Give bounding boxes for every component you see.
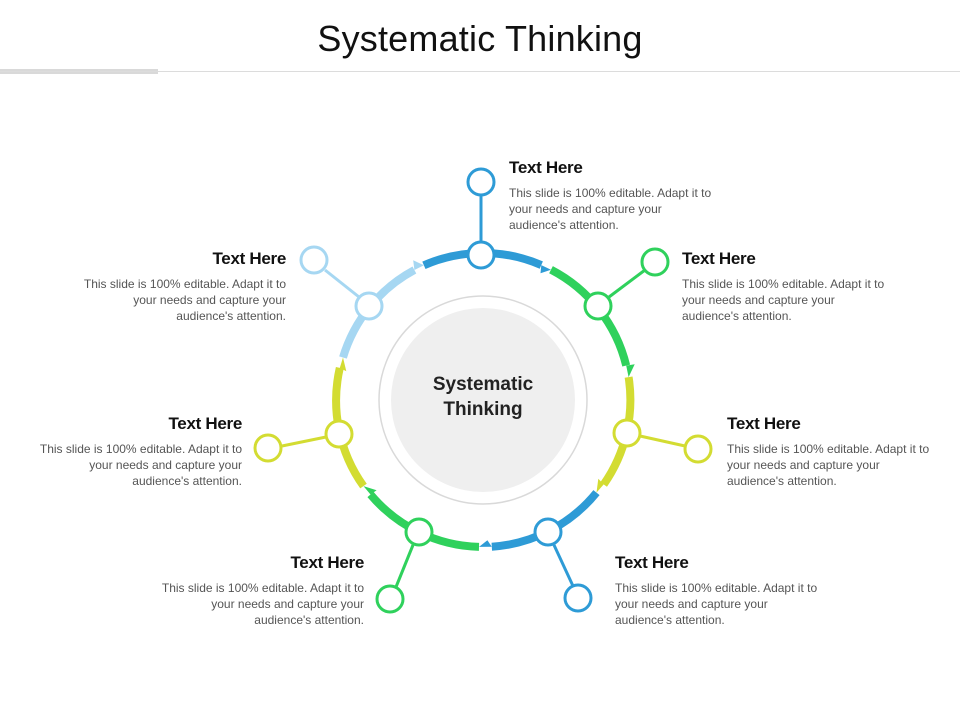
connector-lower-right xyxy=(552,544,575,587)
ring-segment-upper-right xyxy=(549,266,631,367)
ring-arrowhead-lower-right xyxy=(479,540,492,547)
text-block-body: This slide is 100% editable. Adapt it to… xyxy=(39,442,242,488)
outer-node-top xyxy=(466,167,496,197)
outer-node-lower-left xyxy=(375,584,405,614)
text-block-heading: Text Here xyxy=(509,158,583,177)
text-block-left: Text Here This slide is 100% editable. A… xyxy=(37,414,242,489)
center-label: Systematic Thinking xyxy=(398,372,568,422)
text-block-heading: Text Here xyxy=(212,249,286,268)
ring-arrowhead-top xyxy=(540,265,551,274)
text-block-heading: Text Here xyxy=(727,414,801,433)
connector-upper-right xyxy=(608,268,646,299)
outer-node-left xyxy=(253,433,283,463)
center-disc xyxy=(391,308,575,492)
ring-node-lower-right xyxy=(533,517,563,547)
text-block-lower-left: Text Here This slide is 100% editable. A… xyxy=(159,553,364,628)
text-block-heading: Text Here xyxy=(615,553,689,572)
ring-node-upper-right xyxy=(583,291,613,321)
outer-node-lower-right xyxy=(563,583,593,613)
outer-node-right xyxy=(683,434,713,464)
ring-arrowhead-upper-left xyxy=(413,260,424,270)
ring-node-top xyxy=(466,240,496,270)
text-block-heading: Text Here xyxy=(168,414,242,433)
ring-node-lower-left xyxy=(404,517,434,547)
connector-left xyxy=(281,435,327,448)
ring-node-left xyxy=(324,419,354,449)
ring-arrowhead-lower-left xyxy=(363,486,377,495)
text-block-right: Text Here This slide is 100% editable. A… xyxy=(727,414,932,489)
center-outer-ring xyxy=(378,295,588,505)
ring-arrowhead-right xyxy=(596,478,604,493)
outer-node-upper-right xyxy=(640,247,670,277)
text-block-upper-left: Text Here This slide is 100% editable. A… xyxy=(81,249,286,324)
connector-right xyxy=(639,434,686,448)
slide-title: Systematic Thinking xyxy=(317,18,643,59)
text-block-body: This slide is 100% editable. Adapt it to… xyxy=(509,186,712,232)
text-block-lower-right: Text Here This slide is 100% editable. A… xyxy=(615,553,820,628)
text-block-upper-right: Text Here This slide is 100% editable. A… xyxy=(682,249,887,324)
text-block-heading: Text Here xyxy=(682,249,756,268)
center-label-line-2: Thinking xyxy=(443,399,523,420)
text-block-heading: Text Here xyxy=(290,553,364,572)
ring-node-upper-left xyxy=(354,291,384,321)
text-block-body: This slide is 100% editable. Adapt it to… xyxy=(615,581,818,627)
ring-arrowhead-left xyxy=(339,357,347,372)
text-block-body: This slide is 100% editable. Adapt it to… xyxy=(727,442,930,488)
center-label-line-1: Systematic xyxy=(432,374,534,395)
title-divider xyxy=(0,71,960,72)
ring-node-right xyxy=(612,418,642,448)
text-block-body: This slide is 100% editable. Adapt it to… xyxy=(83,277,286,323)
text-block-body: This slide is 100% editable. Adapt it to… xyxy=(161,581,364,627)
outer-node-upper-left xyxy=(299,245,329,275)
text-block-top: Text Here This slide is 100% editable. A… xyxy=(509,158,714,233)
connector-upper-left xyxy=(324,268,360,299)
text-block-body: This slide is 100% editable. Adapt it to… xyxy=(682,277,885,323)
ring-arrowhead-upper-right xyxy=(626,364,635,378)
connector-lower-left xyxy=(394,544,415,588)
